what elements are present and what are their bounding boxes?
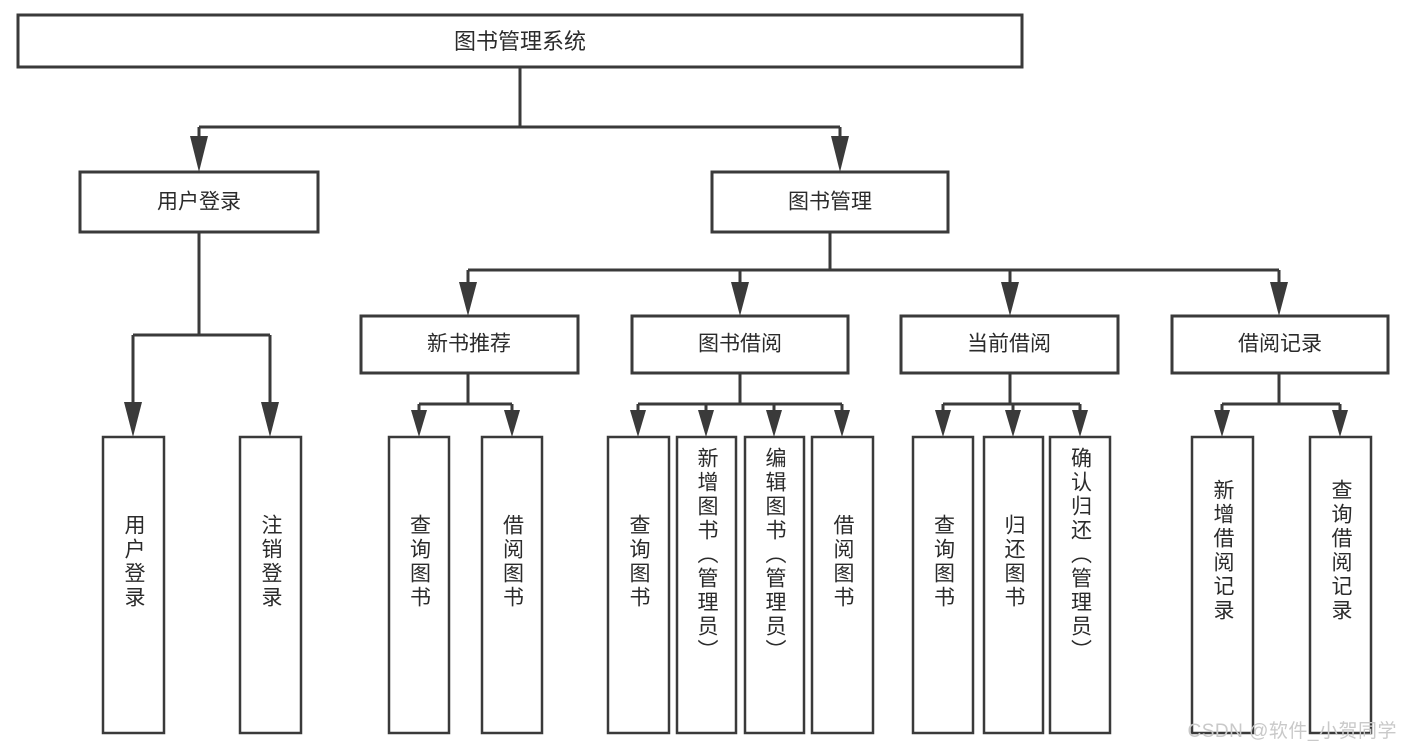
leaf-box-borrow-book-2[interactable] — [810, 435, 875, 735]
arrowhead-borrow-record — [1270, 282, 1288, 316]
arrowhead-new-book-recommend — [459, 282, 477, 316]
arrowhead-leaf-edit-book — [766, 410, 782, 437]
node-book-borrow-box[interactable] — [630, 314, 850, 375]
arrowhead-current-borrow — [1001, 282, 1019, 316]
leaf-box-return-book[interactable] — [982, 435, 1045, 735]
arrowhead-leaf-query-book-3 — [935, 410, 951, 437]
arrowhead-leaf-query-book-2 — [630, 410, 646, 437]
leaf-box-borrow-book-1[interactable] — [480, 435, 544, 735]
node-book-manage-label: 图书管理 — [788, 191, 872, 214]
node-current-borrow-box[interactable] — [899, 314, 1120, 375]
leaf-box-add-record[interactable] — [1190, 435, 1255, 735]
leaf-box-logout[interactable] — [238, 435, 303, 735]
arrowhead-leaf-confirm-return — [1072, 410, 1088, 437]
leaf-box-query-book-1[interactable] — [387, 435, 451, 735]
node-new-book-recommend-label: 新书推荐 — [427, 333, 511, 356]
node-root[interactable]: 图书管理系统 — [16, 13, 1024, 69]
csdn-watermark: CSDN @软件_小贺同学 — [1187, 721, 1397, 742]
arrowhead-leaf-return-book — [1005, 410, 1021, 437]
leaf-box-query-record[interactable] — [1308, 435, 1373, 735]
leaf-box-query-book-2[interactable] — [606, 435, 671, 735]
leaf-box-user-login[interactable] — [101, 435, 166, 735]
arrowhead-book-borrow — [731, 282, 749, 316]
connectors-group — [124, 67, 1348, 437]
node-book-manage[interactable]: 图书管理 — [710, 170, 950, 234]
leaf-box-query-book-3[interactable] — [911, 435, 975, 735]
node-current-borrow[interactable]: 当前借阅 — [899, 314, 1120, 375]
arrowhead-leaf-user-login — [124, 402, 142, 437]
arrowhead-leaf-borrow-book-1 — [504, 410, 520, 437]
arrowhead-book-manage — [831, 136, 849, 172]
arrowhead-leaf-query-book-1 — [411, 410, 427, 437]
node-root-label: 图书管理系统 — [454, 29, 586, 54]
arrowhead-leaf-logout — [261, 402, 279, 437]
arrowhead-user-login — [190, 136, 208, 172]
node-user-login-label: 用户登录 — [157, 191, 241, 214]
node-book-borrow[interactable]: 图书借阅 — [630, 314, 850, 375]
arrowhead-leaf-add-book — [698, 410, 714, 437]
node-book-borrow-label: 图书借阅 — [698, 333, 782, 356]
arrowhead-leaf-query-record — [1332, 410, 1348, 437]
arrowhead-leaf-add-record — [1214, 410, 1230, 437]
node-new-book-recommend-box[interactable] — [359, 314, 580, 375]
leaf-box-confirm-return[interactable] — [1048, 435, 1112, 735]
leaf-boxes-group — [101, 435, 1373, 735]
node-borrow-record[interactable]: 借阅记录 — [1170, 314, 1390, 375]
leaf-box-edit-book[interactable] — [743, 435, 806, 735]
node-root-box[interactable] — [16, 13, 1024, 69]
node-borrow-record-box[interactable] — [1170, 314, 1390, 375]
node-borrow-record-label: 借阅记录 — [1238, 333, 1322, 356]
arrowhead-leaf-borrow-book-2 — [834, 410, 850, 437]
node-user-login[interactable]: 用户登录 — [78, 170, 320, 234]
node-current-borrow-label: 当前借阅 — [967, 333, 1051, 356]
node-user-login-box[interactable] — [78, 170, 320, 234]
node-book-manage-box[interactable] — [710, 170, 950, 234]
node-new-book-recommend[interactable]: 新书推荐 — [359, 314, 580, 375]
leaf-box-add-book[interactable] — [675, 435, 738, 735]
